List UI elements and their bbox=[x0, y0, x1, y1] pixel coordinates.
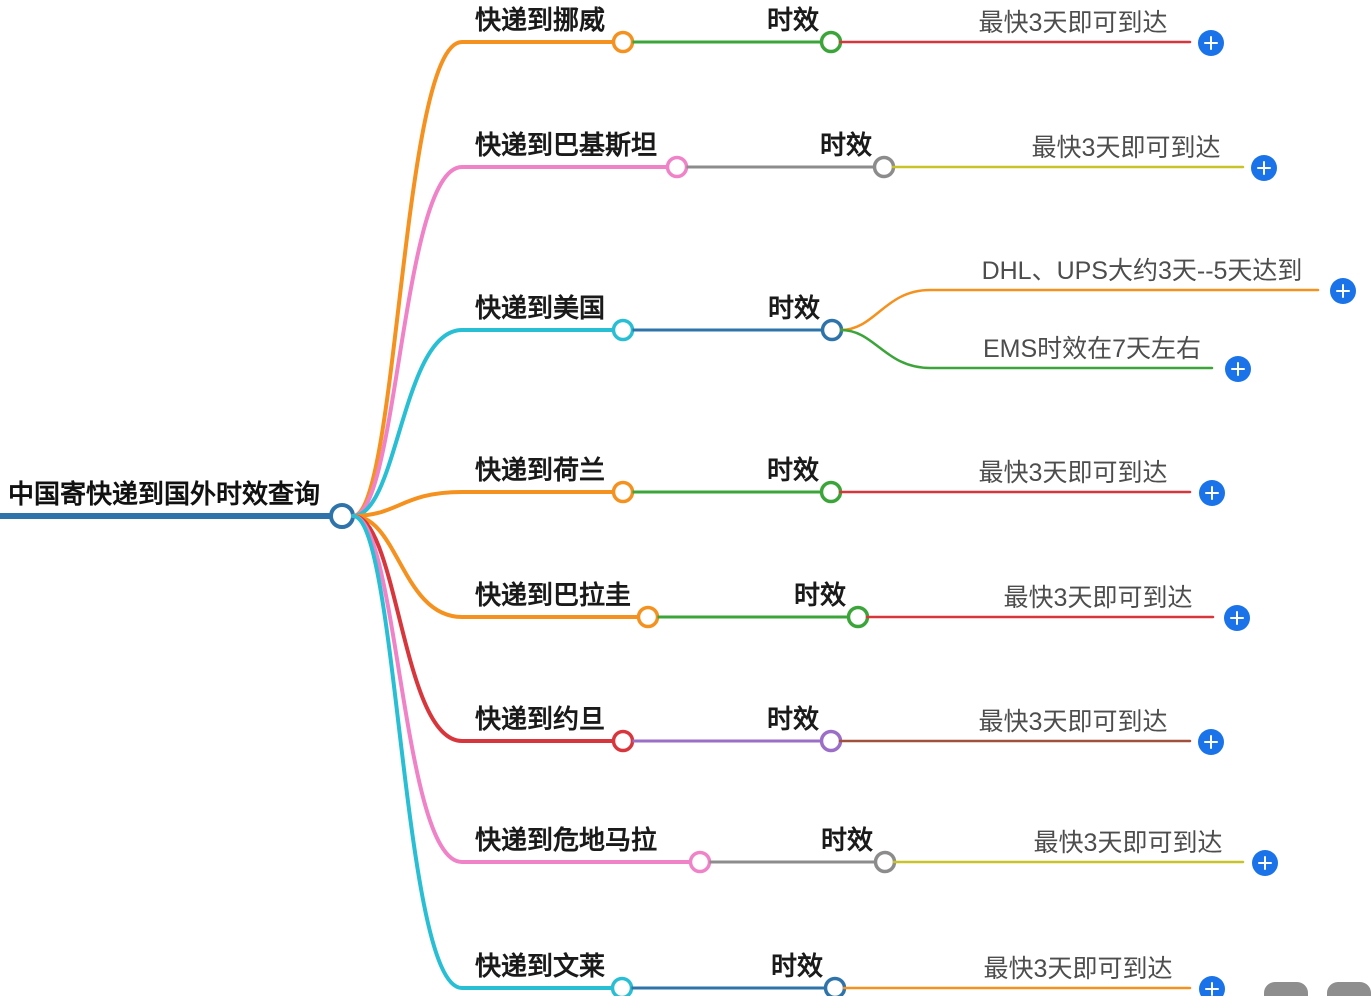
leaf-node-label[interactable]: 最快3天即可到达 bbox=[978, 708, 1168, 736]
branch-node-label[interactable]: 快递到巴拉圭 bbox=[475, 580, 632, 610]
add-node-button[interactable] bbox=[1251, 155, 1277, 181]
branch-connector bbox=[351, 165, 670, 518]
duration-node-label[interactable]: 时效 bbox=[820, 130, 873, 160]
branch-node-circle[interactable] bbox=[610, 976, 634, 996]
add-node-button[interactable] bbox=[1198, 729, 1224, 755]
plus-icon bbox=[1330, 278, 1356, 304]
branch-node-circle[interactable] bbox=[636, 605, 660, 629]
leaf-node-label[interactable]: DHL、UPS大约3天--5天达到 bbox=[981, 257, 1303, 285]
branch-node-label[interactable]: 快递到挪威 bbox=[475, 5, 606, 35]
branch-connector bbox=[351, 514, 641, 619]
leaf-node-label[interactable]: EMS时效在7天左右 bbox=[982, 335, 1202, 363]
branch-connector bbox=[351, 328, 616, 518]
branch-node-circle[interactable] bbox=[611, 480, 635, 504]
branch-node-label[interactable]: 快递到美国 bbox=[475, 293, 606, 323]
leaf-underline bbox=[839, 288, 1320, 332]
bottom-toolbar-button-2[interactable] bbox=[1327, 982, 1371, 996]
duration-node-circle[interactable] bbox=[846, 605, 870, 629]
plus-icon bbox=[1198, 729, 1224, 755]
duration-node-label[interactable]: 时效 bbox=[768, 293, 821, 323]
plus-icon bbox=[1199, 976, 1225, 996]
branch-node-circle[interactable] bbox=[611, 318, 635, 342]
duration-node-circle[interactable] bbox=[819, 480, 843, 504]
leaf-underline bbox=[839, 328, 1214, 370]
duration-node-label[interactable]: 时效 bbox=[767, 5, 820, 35]
branch-node-label[interactable]: 快递到荷兰 bbox=[475, 455, 606, 485]
add-node-button[interactable] bbox=[1199, 480, 1225, 506]
add-node-button[interactable] bbox=[1252, 850, 1278, 876]
root-node-circle[interactable] bbox=[329, 503, 355, 529]
plus-icon bbox=[1198, 30, 1224, 56]
leaf-node-label[interactable]: 最快3天即可到达 bbox=[983, 955, 1173, 983]
duration-node-circle[interactable] bbox=[872, 155, 896, 179]
branch-node-circle[interactable] bbox=[665, 155, 689, 179]
leaf-node-label[interactable]: 最快3天即可到达 bbox=[1031, 134, 1221, 162]
bottom-toolbar-button-1[interactable] bbox=[1264, 982, 1308, 996]
leaf-node-label[interactable]: 最快3天即可到达 bbox=[1003, 584, 1193, 612]
branch-node-label[interactable]: 快递到约旦 bbox=[475, 704, 606, 734]
branch-node-label[interactable]: 快递到巴基斯坦 bbox=[475, 130, 658, 160]
add-node-button[interactable] bbox=[1199, 976, 1225, 996]
branch-node-circle[interactable] bbox=[611, 729, 635, 753]
duration-node-circle[interactable] bbox=[823, 976, 847, 996]
branch-connector bbox=[351, 514, 616, 743]
duration-node-circle[interactable] bbox=[819, 30, 843, 54]
duration-node-label[interactable]: 时效 bbox=[767, 704, 820, 734]
add-node-button[interactable] bbox=[1224, 605, 1250, 631]
leaf-node-label[interactable]: 最快3天即可到达 bbox=[1033, 829, 1223, 857]
duration-node-label[interactable]: 时效 bbox=[794, 580, 847, 610]
branch-connector bbox=[351, 514, 693, 864]
branch-node-circle[interactable] bbox=[688, 850, 712, 874]
plus-icon bbox=[1252, 850, 1278, 876]
branch-node-circle[interactable] bbox=[611, 30, 635, 54]
plus-icon bbox=[1199, 480, 1225, 506]
duration-node-label[interactable]: 时效 bbox=[771, 951, 824, 981]
plus-icon bbox=[1224, 605, 1250, 631]
branch-connector bbox=[351, 40, 616, 518]
leaf-node-label[interactable]: 最快3天即可到达 bbox=[978, 459, 1168, 487]
duration-node-circle[interactable] bbox=[819, 729, 843, 753]
add-node-button[interactable] bbox=[1198, 30, 1224, 56]
duration-node-label[interactable]: 时效 bbox=[821, 825, 874, 855]
add-node-button[interactable] bbox=[1225, 356, 1251, 382]
branch-connector bbox=[351, 490, 616, 518]
add-node-button[interactable] bbox=[1330, 278, 1356, 304]
leaf-node-label[interactable]: 最快3天即可到达 bbox=[978, 9, 1168, 37]
duration-node-circle[interactable] bbox=[820, 318, 844, 342]
plus-icon bbox=[1251, 155, 1277, 181]
plus-icon bbox=[1225, 356, 1251, 382]
branch-connector bbox=[351, 514, 615, 990]
duration-node-circle[interactable] bbox=[873, 850, 897, 874]
duration-node-label[interactable]: 时效 bbox=[767, 455, 820, 485]
branch-node-label[interactable]: 快递到危地马拉 bbox=[475, 825, 658, 855]
root-node-label[interactable]: 中国寄快递到国外时效查询 bbox=[8, 479, 321, 509]
branch-node-label[interactable]: 快递到文莱 bbox=[475, 951, 606, 981]
